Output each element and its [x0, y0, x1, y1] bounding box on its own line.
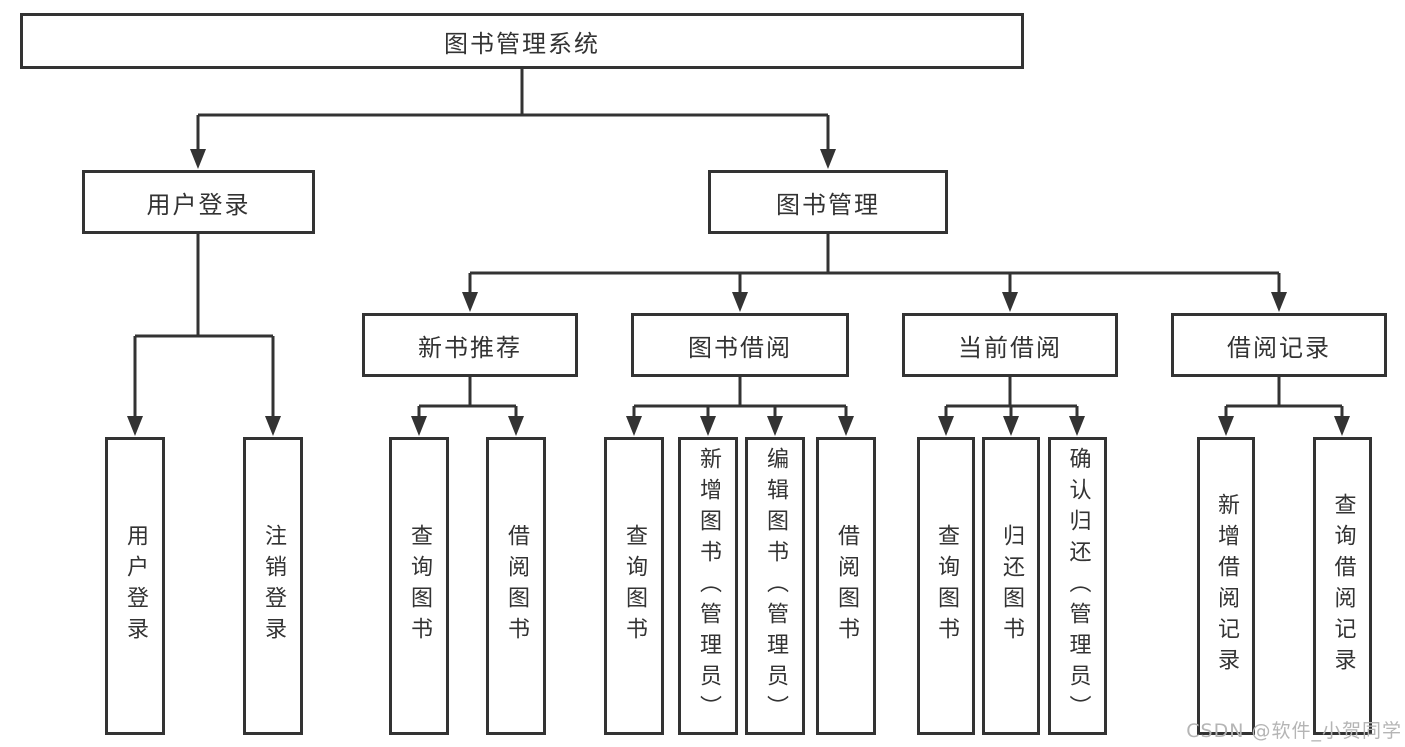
leaf-query-books-borrow: 查询图书	[604, 437, 664, 735]
leaf-label: 用户登录	[123, 524, 148, 648]
node-current-borrow: 当前借阅	[902, 313, 1118, 377]
leaf-label: 归还图书	[999, 524, 1024, 648]
leaf-label: 借阅图书	[834, 524, 859, 648]
node-borrow-records: 借阅记录	[1171, 313, 1387, 377]
leaf-label: 查询借阅记录	[1330, 493, 1356, 679]
node-root-system: 图书管理系统	[20, 13, 1024, 69]
leaf-label: 查询图书	[934, 524, 959, 648]
leaf-label: 编辑图书（管理员）	[763, 446, 788, 726]
leaf-query-borrow-record: 查询借阅记录	[1313, 437, 1372, 735]
leaf-return-books: 归还图书	[982, 437, 1040, 735]
node-book-management: 图书管理	[708, 170, 948, 234]
leaf-user-login: 用户登录	[105, 437, 165, 735]
leaf-add-borrow-record: 新增借阅记录	[1197, 437, 1255, 735]
leaf-label: 查询图书	[622, 524, 647, 648]
leaf-label: 确认归还（管理员）	[1065, 446, 1091, 726]
leaf-label: 注销登录	[261, 524, 286, 648]
arrowhead-icons	[127, 149, 1350, 436]
leaf-borrow-books-recommend: 借阅图书	[486, 437, 546, 735]
leaf-borrow-books: 借阅图书	[816, 437, 876, 735]
node-book-borrow: 图书借阅	[631, 313, 849, 377]
leaf-query-books-recommend: 查询图书	[389, 437, 449, 735]
node-new-book-recommend: 新书推荐	[362, 313, 578, 377]
leaf-label: 借阅图书	[504, 524, 529, 648]
leaf-edit-books-admin: 编辑图书（管理员）	[745, 437, 805, 735]
leaf-label: 新增图书（管理员）	[696, 446, 721, 726]
leaf-label: 新增借阅记录	[1214, 493, 1239, 679]
csdn-watermark: CSDN @软件_小贺同学	[1186, 720, 1402, 742]
leaf-add-books-admin: 新增图书（管理员）	[678, 437, 738, 735]
leaf-label: 查询图书	[407, 524, 432, 648]
node-user-login: 用户登录	[82, 170, 315, 234]
leaf-query-books-current: 查询图书	[917, 437, 975, 735]
leaf-logout: 注销登录	[243, 437, 303, 735]
leaf-confirm-return-admin: 确认归还（管理员）	[1048, 437, 1107, 735]
